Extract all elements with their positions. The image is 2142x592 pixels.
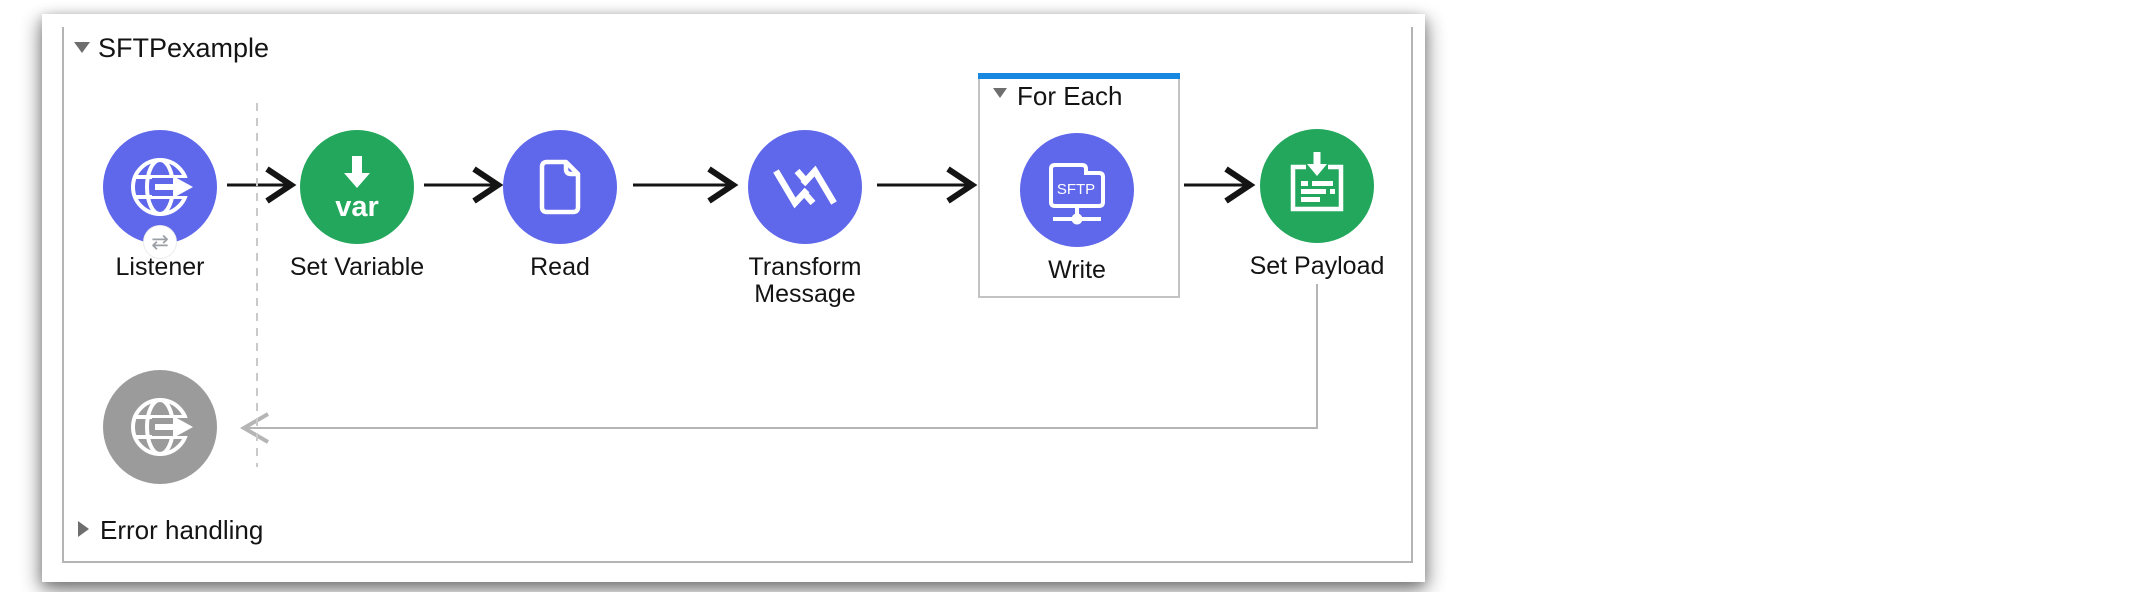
http-listener-icon xyxy=(103,130,217,244)
file-icon xyxy=(503,130,617,244)
node-label-write: Write xyxy=(1048,256,1106,284)
flow-container-sftpexample[interactable] xyxy=(62,27,1413,563)
node-label-set-payload: Set Payload xyxy=(1249,252,1385,280)
set-variable-icon: var xyxy=(300,130,414,244)
svg-text:SFTP: SFTP xyxy=(1057,181,1095,198)
scope-title: For Each xyxy=(1017,81,1123,111)
svg-text:var: var xyxy=(335,191,379,223)
scope-accent-bar xyxy=(978,73,1180,79)
node-label-listener: Listener xyxy=(115,253,205,281)
dataweave-icon xyxy=(748,130,862,244)
http-listener-icon xyxy=(103,370,217,484)
connector-return-to-listener xyxy=(240,284,1318,444)
expand-error-handling-icon[interactable] xyxy=(78,521,89,537)
sftp-write-icon: SFTP xyxy=(1020,133,1134,247)
node-label-set-variable: Set Variable xyxy=(289,253,425,281)
exchange-icon: ⇄ xyxy=(144,226,176,258)
collapse-flow-icon[interactable] xyxy=(74,42,90,53)
for-each-scope[interactable]: For Each xyxy=(978,73,1180,298)
error-handling-title: Error handling xyxy=(100,515,264,545)
collapse-scope-icon[interactable] xyxy=(993,88,1007,98)
node-label-transform-message: Transform Message xyxy=(748,253,862,308)
flow-title: SFTPexample xyxy=(98,33,270,63)
set-payload-icon xyxy=(1260,129,1374,243)
node-label-read: Read xyxy=(530,253,590,281)
